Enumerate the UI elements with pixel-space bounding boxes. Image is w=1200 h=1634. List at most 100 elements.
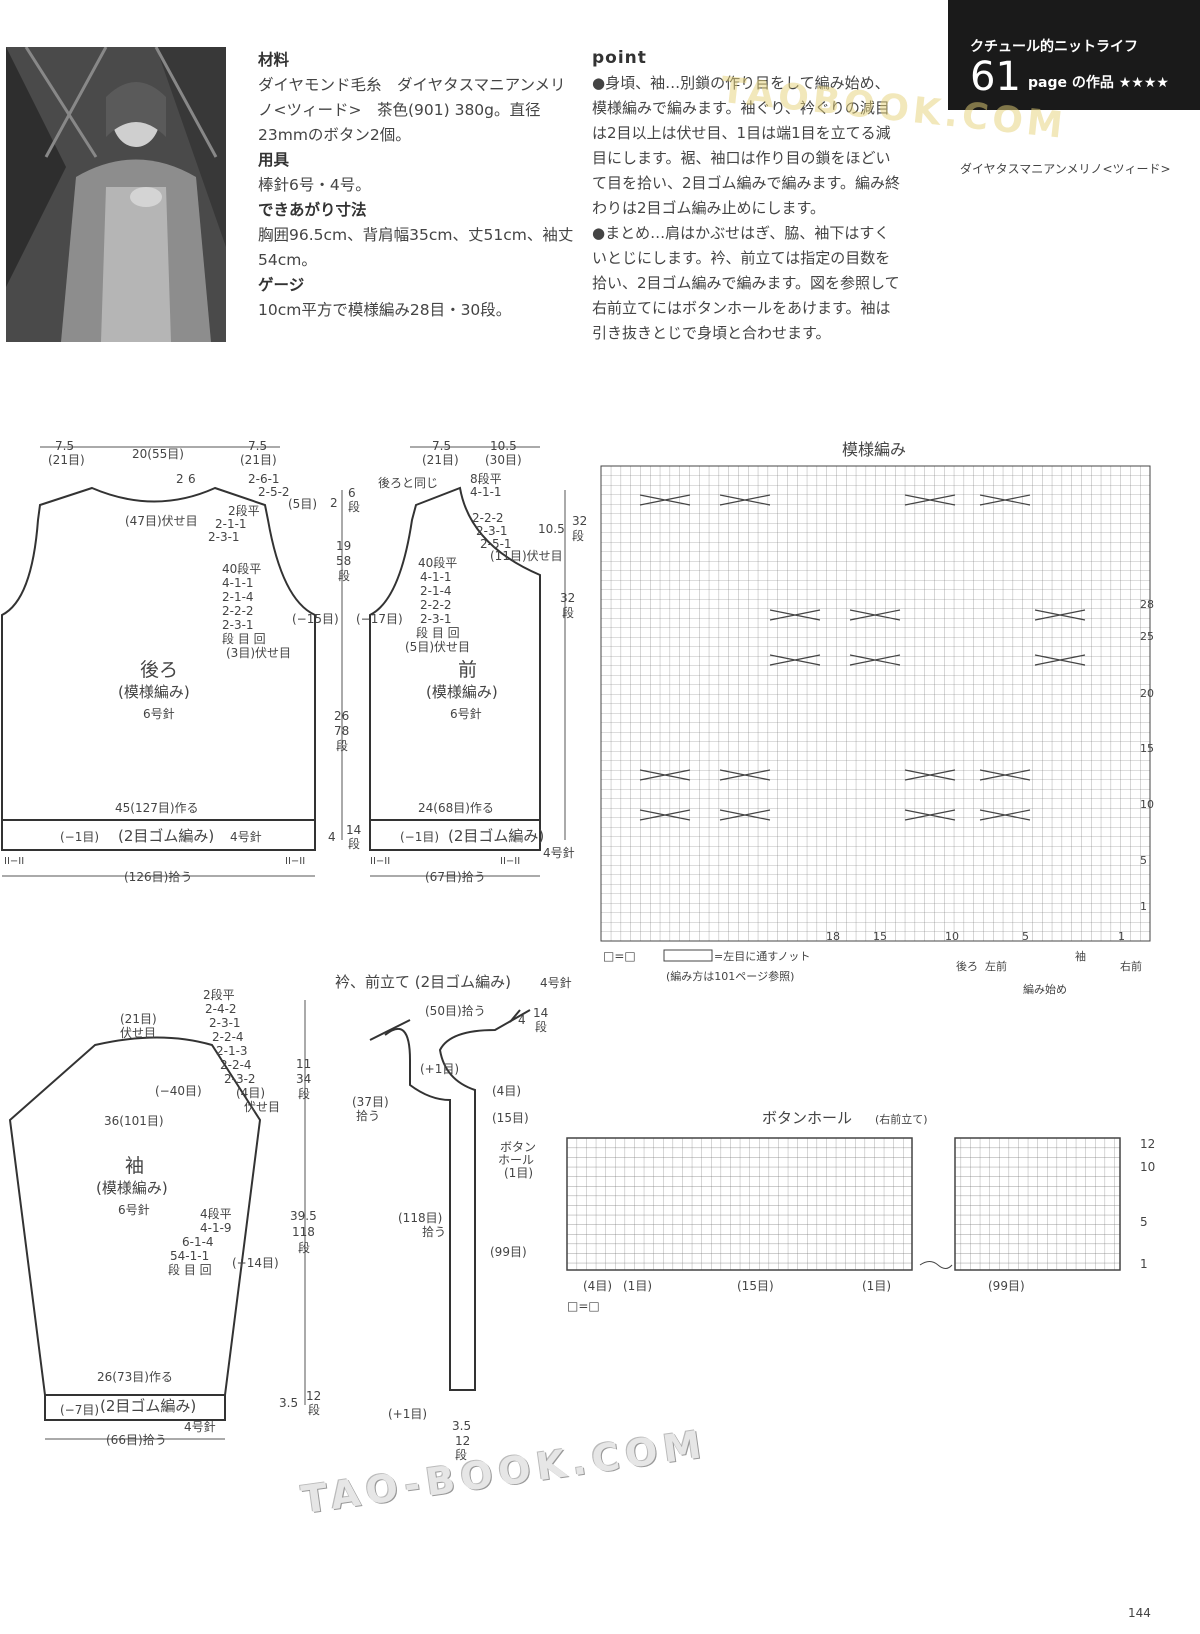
front-labels: 7.5 (21目) 10.5 (30目) 後ろと同じ 8段平 4-1-1 2-2… — [356, 439, 575, 884]
chart-mark-back: 後ろ — [956, 959, 978, 973]
chart-legend-1: □=□ — [603, 949, 636, 963]
collar-bh2: ホール — [498, 1153, 534, 1167]
sleeve-x2: 12 — [306, 1389, 321, 1403]
chart-mark-right-front: 右前 — [1120, 959, 1142, 973]
collar-p118b: 拾う — [422, 1224, 446, 1239]
bh-row-12: 12 — [1140, 1137, 1155, 1151]
back-arm5: 2-3-1 — [222, 618, 254, 632]
buttonhole-chart-right — [954, 1137, 1121, 1271]
chart-row-1: 1 — [1140, 900, 1147, 913]
back-rib-needle: 4号針 — [230, 829, 262, 844]
front-arm6: 段 目 回 — [416, 625, 460, 640]
sleeve-piece — [8, 1036, 262, 1421]
sleeve-v2: 34 — [296, 1072, 311, 1086]
front-cast: 24(68目)作る — [418, 801, 494, 815]
point-paragraph-2: ●まとめ…肩はかぶせはぎ、脇、袖下はすくいとじにします。衿、前立ては指定の目数を… — [592, 224, 900, 342]
back-needle: 6号針 — [143, 706, 175, 721]
collar-back-pick: (50目)拾う — [425, 1003, 486, 1018]
chart-mark-sleeve: 袖 — [1075, 949, 1086, 963]
sleeve-d7: 2-3-2 — [224, 1072, 256, 1086]
chart-row-10: 10 — [1140, 798, 1154, 811]
front-n5: 2-5-1 — [480, 537, 512, 551]
collar-labels: 衿、前立て (2目ゴム編み) 4号針 (50目)拾う 4 14 段 (+1目) … — [335, 973, 572, 1462]
front-rib: (2目ゴム編み) — [448, 827, 544, 845]
v-d2: 14 — [346, 823, 361, 837]
v-e2: 32 — [572, 514, 587, 528]
back-labels: 7.5 (21目) 20(55目) 7.5 (21目) 2 6 (47目)伏せ目… — [4, 439, 339, 884]
sleeve-inc1: 4段平 — [200, 1206, 232, 1221]
front-side: (−17目) — [356, 612, 403, 626]
chart-legend-3: (編み方は101ページ参照) — [666, 969, 794, 983]
collar-b4: (4目) — [492, 1084, 521, 1098]
chart-legend-2: =左目に通すノット — [714, 950, 810, 963]
sleeve-inc3: 6-1-4 — [182, 1235, 214, 1249]
collar-plus1: (+1目) — [420, 1062, 459, 1076]
collar-bot3: 段 — [455, 1447, 467, 1462]
front-same: 後ろと同じ — [378, 476, 438, 490]
front-w-mid: 10.5 — [490, 439, 517, 453]
back-neck-h: 2 — [176, 472, 184, 486]
bh-legend: □=□ — [567, 1299, 600, 1313]
sleeve-d5: 2-1-3 — [216, 1044, 248, 1058]
front-name: 前 — [458, 659, 477, 681]
materials-text: ダイヤモンド毛糸 ダイヤタスマニアンメリノ<ツィード> 茶色(901) 380g… — [258, 76, 566, 144]
sleeve-labels: (21目) 伏せ目 2段平 2-4-2 2-3-1 2-2-4 2-1-3 2-… — [60, 987, 321, 1447]
vertical-dimension-lines — [2, 446, 566, 1440]
collar-bh3: (1目) — [504, 1166, 533, 1180]
back-arm7: (3目)伏せ目 — [226, 646, 291, 660]
chart-title: 模様編み — [842, 440, 906, 459]
chart-labels: 模様編み 28 25 20 15 10 5 1 18 15 10 5 1 □=□… — [603, 440, 1154, 996]
front-needle: 6号針 — [450, 706, 482, 721]
buttonhole-title: ボタンホール — [762, 1109, 852, 1127]
sleeve-x3: 段 — [308, 1402, 320, 1417]
sleeve-d2: 2-4-2 — [205, 1002, 237, 1016]
vertical-measures: 2 6 段 19 58 段 26 78 段 4 14 段 10.5 32 段 3… — [328, 486, 587, 851]
back-mark-l: II−II — [4, 856, 24, 867]
sleeve-d3: 2-3-1 — [209, 1016, 241, 1030]
sleeve-needle: 6号針 — [118, 1202, 150, 1217]
bh-col-1: (1目) — [623, 1279, 652, 1293]
chart-col-1: 1 — [1118, 930, 1125, 943]
sleeve-cast: 26(73目)作る — [97, 1370, 173, 1384]
sleeve-inc5: 段 目 回 — [168, 1262, 212, 1277]
back-neck-h2: 6 — [188, 472, 196, 486]
v-e1: 10.5 — [538, 522, 565, 536]
sleeve-w2: 118 — [292, 1225, 315, 1239]
buttonhole-chart-left — [566, 1137, 913, 1271]
sleeve-d1: 2段平 — [203, 987, 235, 1002]
back-pick: (126目)拾う — [124, 869, 192, 884]
front-arm4: 2-2-2 — [420, 598, 452, 612]
sleeve-x1: 3.5 — [279, 1396, 298, 1410]
bh-row-1: 1 — [1140, 1257, 1148, 1271]
chart-row-20: 20 — [1140, 687, 1154, 700]
collar-needle: 4号針 — [540, 975, 572, 990]
back-name: 後ろ — [140, 659, 178, 681]
sleeve-w3: 段 — [298, 1240, 310, 1255]
sleeve-d4: 2-2-4 — [212, 1030, 244, 1044]
front-w-mid-st: (30目) — [485, 453, 522, 467]
back-dec-a: 2-1-1 — [215, 517, 247, 531]
collar-t2: 14 — [533, 1006, 548, 1020]
series-banner: クチュール的ニットライフ 61 page の作品 ★★★★ — [948, 0, 1200, 110]
sleeve-inc6: (+14目) — [232, 1256, 279, 1270]
front-n1: 8段平 — [470, 471, 502, 486]
back-sh-a: 2-6-1 — [248, 472, 280, 486]
point-heading: point — [592, 48, 647, 68]
front-arm1: 40段平 — [418, 555, 457, 570]
sleeve-d8: (4目) — [236, 1086, 265, 1100]
chart-col-18: 18 — [826, 930, 840, 943]
chart-row-15: 15 — [1140, 742, 1154, 755]
pattern-chart-grid — [600, 465, 1151, 942]
back-neck-bind: (47目)伏せ目 — [125, 514, 198, 528]
back-w-side: 7.5 — [55, 439, 74, 453]
tools-heading: 用具 — [258, 151, 290, 169]
materials-heading: 材料 — [258, 51, 290, 69]
collar-p118: (118目) — [398, 1211, 442, 1225]
back-arm2: 4-1-1 — [222, 576, 254, 590]
back-stitch: (模様編み) — [118, 683, 190, 701]
chart-knot-symbol — [663, 949, 713, 962]
page-rating: page の作品 ★★★★ — [1028, 75, 1169, 91]
collar-title: 衿、前立て (2目ゴム編み) — [335, 973, 511, 991]
sleeve-rib-dec: (−7目) — [60, 1403, 99, 1417]
